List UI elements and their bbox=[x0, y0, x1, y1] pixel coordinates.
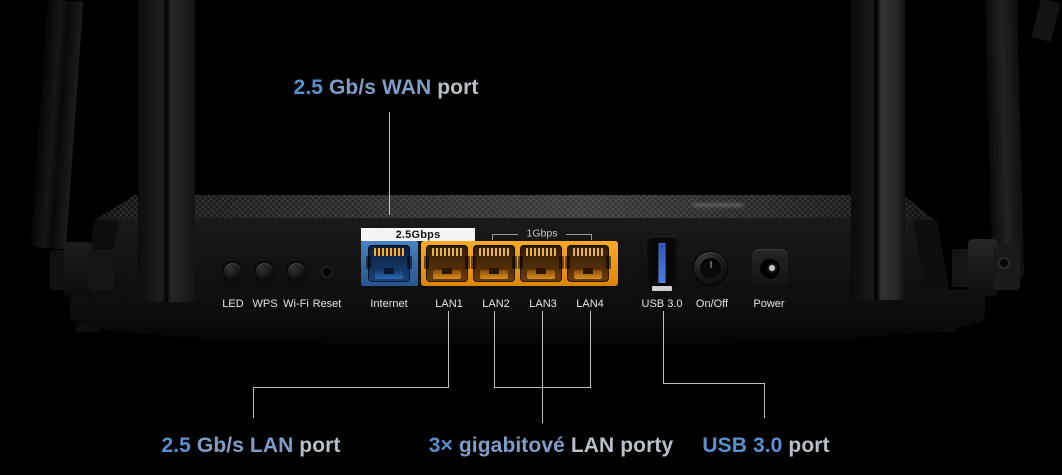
rj45-jack-lan4 bbox=[565, 245, 611, 282]
led-button bbox=[224, 263, 241, 280]
rj45-pins bbox=[432, 248, 462, 256]
label-wps: WPS bbox=[252, 298, 278, 310]
usb-callout-line-v bbox=[663, 311, 664, 383]
bracket-text: 1Gbps bbox=[526, 227, 558, 240]
brand-logo-faint bbox=[692, 203, 744, 207]
label-led: LED bbox=[222, 298, 244, 310]
bracket-tick-right bbox=[591, 234, 592, 240]
rj45-pins bbox=[374, 248, 404, 256]
rj45-jack-lan3 bbox=[518, 245, 564, 282]
label-onoff: On/Off bbox=[695, 298, 729, 310]
callout-usb-port: USB 3.0 port bbox=[702, 434, 829, 458]
dc-jack-pin bbox=[768, 265, 775, 271]
callout-text: Gb/s LAN bbox=[190, 434, 294, 457]
callout-text: Gb/s WAN bbox=[323, 76, 432, 99]
label-lan2: LAN2 bbox=[482, 298, 510, 310]
rj45-lip bbox=[574, 270, 602, 279]
reset-pinhole bbox=[323, 268, 331, 276]
label-wifi: Wi-Fi bbox=[283, 298, 309, 310]
label-usb: USB 3.0 bbox=[641, 298, 683, 310]
callout-text: 2.5 bbox=[161, 434, 191, 457]
antenna-left-hinge-cap bbox=[88, 250, 114, 290]
lan1-callout-line-v2 bbox=[253, 388, 254, 418]
antenna-far-right-tip bbox=[1031, 0, 1061, 42]
callout-text: 3× bbox=[428, 434, 453, 457]
label-reset: Reset bbox=[312, 298, 342, 310]
rj45-lip bbox=[375, 270, 403, 279]
callout-lan-port: 2.5 Gb/s LAN port bbox=[161, 434, 340, 458]
lan3-callout-line bbox=[542, 311, 543, 423]
router-base bbox=[70, 290, 985, 346]
lan4-callout-line bbox=[590, 311, 591, 387]
antenna-left-hinge bbox=[50, 250, 68, 290]
power-i-mark bbox=[709, 261, 712, 268]
callout-gigabit-lan-ports: 3× gigabitové LAN porty bbox=[429, 434, 673, 458]
antenna-left-inner bbox=[138, 0, 195, 302]
wan-callout-line bbox=[389, 112, 390, 215]
label-power: Power bbox=[753, 298, 785, 310]
callout-text: gigabitové bbox=[452, 434, 565, 457]
rj45-pins bbox=[526, 248, 556, 256]
wps-button bbox=[256, 263, 273, 280]
rj45-pins bbox=[573, 248, 603, 256]
antenna-right-hinge-barrel bbox=[968, 239, 998, 296]
callout-text: port bbox=[431, 76, 479, 99]
usb-callout-line-h bbox=[663, 383, 765, 384]
callout-text: USB 3.0 bbox=[702, 434, 783, 457]
rj45-lip bbox=[480, 270, 508, 279]
lan2-callout-line bbox=[494, 311, 495, 387]
wan-port-internet bbox=[361, 241, 418, 286]
usb3-port bbox=[647, 236, 677, 291]
antenna-right-outer bbox=[985, 0, 1025, 279]
bracket-line-right bbox=[566, 234, 592, 235]
speed-badge-text: 2.5Gbps bbox=[395, 228, 441, 241]
label-lan4: LAN4 bbox=[576, 298, 604, 310]
antenna-left-hinge-barrel bbox=[64, 242, 92, 297]
antenna-left-outer bbox=[30, 0, 84, 250]
usb-callout-line-v2 bbox=[764, 383, 765, 418]
rj45-lip bbox=[527, 270, 555, 279]
usb-foot bbox=[652, 286, 672, 291]
power-button bbox=[694, 252, 727, 285]
callout-text: LAN porty bbox=[564, 434, 674, 457]
speed-bracket-1gbps: 1Gbps bbox=[492, 227, 592, 240]
usb-tongue bbox=[658, 243, 666, 283]
speed-badge-2-5gbps: 2.5Gbps bbox=[361, 228, 475, 241]
label-lan1: LAN1 bbox=[435, 298, 463, 310]
router-top-surface bbox=[97, 195, 933, 219]
bracket-line-left bbox=[492, 234, 518, 235]
dc-power-jack bbox=[752, 249, 788, 289]
label-internet: Internet bbox=[370, 298, 408, 310]
antenna-hinge-screw bbox=[1000, 259, 1008, 267]
label-lan3: LAN3 bbox=[529, 298, 557, 310]
rj45-jack-lan1 bbox=[424, 245, 470, 282]
wifi-button bbox=[288, 263, 305, 280]
rj45-pins bbox=[479, 248, 509, 256]
lan1-callout-line-h bbox=[253, 387, 449, 388]
bracket-tick-left bbox=[492, 234, 493, 240]
callout-text: 2.5 bbox=[293, 76, 324, 99]
rj45-jack-internet bbox=[366, 245, 412, 282]
lan-port-block bbox=[421, 241, 618, 286]
callout-text: port bbox=[293, 434, 341, 457]
rj45-jack-lan2 bbox=[471, 245, 517, 282]
lan1-callout-line-v bbox=[448, 311, 449, 387]
rj45-lip bbox=[433, 270, 461, 279]
antenna-right-hinge-cap bbox=[994, 245, 1020, 290]
power-button-cap bbox=[700, 258, 721, 279]
antenna-right-inner bbox=[851, 0, 905, 300]
callout-wan-port: 2.5 Gb/s WAN port bbox=[294, 76, 479, 100]
callout-text: port bbox=[782, 434, 830, 457]
